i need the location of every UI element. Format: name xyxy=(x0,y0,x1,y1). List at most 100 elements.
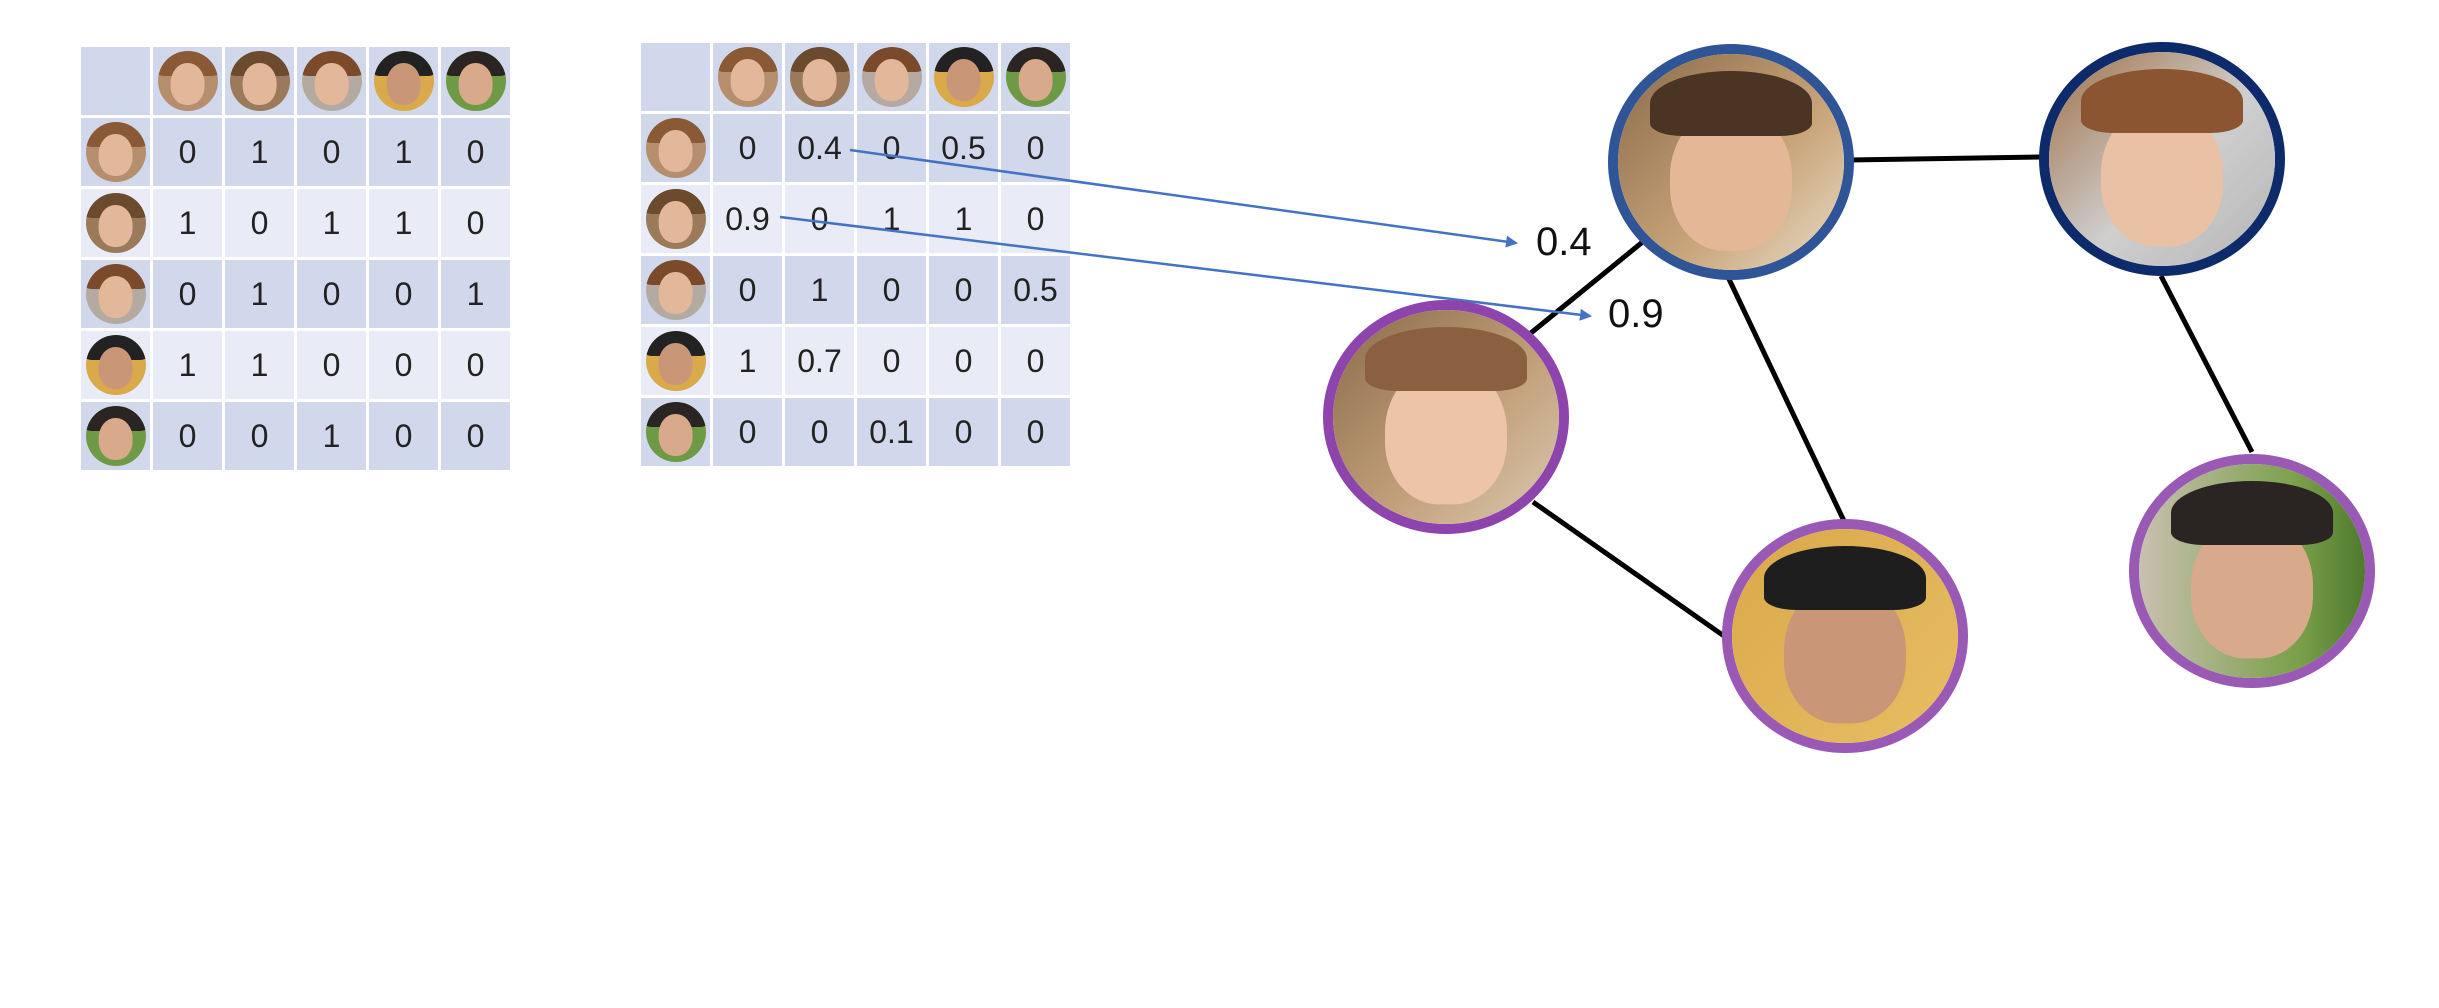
matrix-cell: 0.9 xyxy=(713,185,782,253)
matrix-cell: 0.5 xyxy=(1001,256,1070,324)
header-cell xyxy=(369,47,438,115)
matrix-header-row xyxy=(81,47,510,115)
matrix-cell: 0 xyxy=(857,256,926,324)
matrix-cell: 1 xyxy=(225,331,294,399)
matrix-cell: 0 xyxy=(1001,327,1070,395)
header-cell xyxy=(1001,43,1070,111)
matrix-cell: 0 xyxy=(441,118,510,186)
person-avatar-icon xyxy=(645,260,706,320)
matrix-cell: 0 xyxy=(785,398,854,466)
matrix-cell: 0 xyxy=(713,256,782,324)
person-node-man-outdoors xyxy=(2129,454,2375,688)
matrix-header-row xyxy=(641,43,1070,111)
matrix-cell: 0 xyxy=(1001,114,1070,182)
row-header-cell xyxy=(81,331,150,399)
matrix-cell: 0 xyxy=(369,260,438,328)
matrix-cell: 1 xyxy=(857,185,926,253)
header-cell xyxy=(153,47,222,115)
matrix-cell: 0.1 xyxy=(857,398,926,466)
matrix-cell: 1 xyxy=(153,331,222,399)
matrix-cell: 1 xyxy=(785,256,854,324)
row-header-cell xyxy=(641,185,710,253)
person-avatar-icon xyxy=(645,402,706,462)
header-cell xyxy=(225,47,294,115)
matrix-row: 0 0.4 0 0.5 0 xyxy=(641,114,1070,182)
person-avatar-icon xyxy=(85,335,146,395)
row-header-cell xyxy=(81,260,150,328)
person-avatar-icon xyxy=(373,51,434,111)
weight-arrow xyxy=(849,148,1518,248)
matrix-row: 0.9 0 1 1 0 xyxy=(641,185,1070,253)
person-avatar-icon xyxy=(301,51,362,111)
matrix-cell: 0 xyxy=(1001,185,1070,253)
matrix-cell: 0 xyxy=(441,331,510,399)
matrix-cell: 0 xyxy=(225,402,294,470)
row-header-cell xyxy=(641,114,710,182)
matrix-cell: 0 xyxy=(929,398,998,466)
header-cell xyxy=(441,47,510,115)
row-header-cell xyxy=(81,402,150,470)
row-header-cell xyxy=(81,118,150,186)
matrix-row: 0 1 0 1 0 xyxy=(81,118,510,186)
matrix-cell: 0 xyxy=(153,260,222,328)
matrix-cell: 0 xyxy=(369,402,438,470)
weighted-adjacency-matrix: 0 0.4 0 0.5 0 0.9 0 1 1 0 0 1 0 0 0.5 1 … xyxy=(638,40,1073,469)
matrix-row: 0 1 0 0 0.5 xyxy=(641,256,1070,324)
matrix-corner-cell xyxy=(641,43,710,111)
graph-edge xyxy=(1847,154,2042,163)
matrix-cell: 1 xyxy=(225,260,294,328)
matrix-cell: 1 xyxy=(153,189,222,257)
matrix-cell: 0 xyxy=(713,398,782,466)
person-avatar-icon xyxy=(645,118,706,178)
matrix-cell: 1 xyxy=(929,185,998,253)
edge-weight-label: 0.4 xyxy=(1536,220,1592,264)
matrix-cell: 0.4 xyxy=(785,114,854,182)
matrix-cell: 1 xyxy=(297,189,366,257)
matrix-cell: 0 xyxy=(441,189,510,257)
matrix-cell: 1 xyxy=(369,189,438,257)
matrix-cell: 0 xyxy=(297,331,366,399)
matrix-cell: 0.5 xyxy=(929,114,998,182)
matrix-row: 0 0 1 0 0 xyxy=(81,402,510,470)
matrix-row: 1 1 0 0 0 xyxy=(81,331,510,399)
person-node-man-glasses xyxy=(1722,519,1968,753)
person-avatar-icon xyxy=(85,193,146,253)
matrix-cell: 1 xyxy=(369,118,438,186)
matrix-cell: 0 xyxy=(297,260,366,328)
graph-edge xyxy=(2158,274,2255,454)
person-avatar-icon xyxy=(1005,47,1066,107)
header-cell xyxy=(785,43,854,111)
weight-arrow xyxy=(779,215,1592,321)
person-avatar-icon xyxy=(861,47,922,107)
matrix-cell: 0 xyxy=(929,256,998,324)
matrix-cell: 1 xyxy=(713,327,782,395)
matrix-cell: 0 xyxy=(713,114,782,182)
matrix-row: 1 0.7 0 0 0 xyxy=(641,327,1070,395)
matrix-row: 1 0 1 1 0 xyxy=(81,189,510,257)
person-avatar-icon xyxy=(85,406,146,466)
matrix-cell: 0 xyxy=(225,189,294,257)
matrix-cell: 0.7 xyxy=(785,327,854,395)
matrix-cell: 0 xyxy=(297,118,366,186)
person-node-man-brown-hair xyxy=(1608,44,1854,280)
person-avatar-icon xyxy=(645,331,706,391)
matrix-cell: 0 xyxy=(153,402,222,470)
person-avatar-icon xyxy=(789,47,850,107)
header-cell xyxy=(857,43,926,111)
binary-adjacency-matrix: 0 1 0 1 0 1 0 1 1 0 0 1 0 0 1 1 1 0 0 0 … xyxy=(78,44,513,473)
matrix-cell: 1 xyxy=(225,118,294,186)
graph-edge xyxy=(1725,275,1847,523)
matrix-cell: 0 xyxy=(857,327,926,395)
matrix-cell: 1 xyxy=(441,260,510,328)
matrix-cell: 0 xyxy=(153,118,222,186)
row-header-cell xyxy=(641,327,710,395)
person-avatar-icon xyxy=(645,189,706,249)
row-header-cell xyxy=(641,398,710,466)
person-avatar-icon xyxy=(933,47,994,107)
person-avatar-icon xyxy=(717,47,778,107)
person-avatar-icon xyxy=(157,51,218,111)
header-cell xyxy=(929,43,998,111)
matrix-cell: 1 xyxy=(297,402,366,470)
row-header-cell xyxy=(641,256,710,324)
edge-weight-label: 0.9 xyxy=(1608,292,1664,336)
